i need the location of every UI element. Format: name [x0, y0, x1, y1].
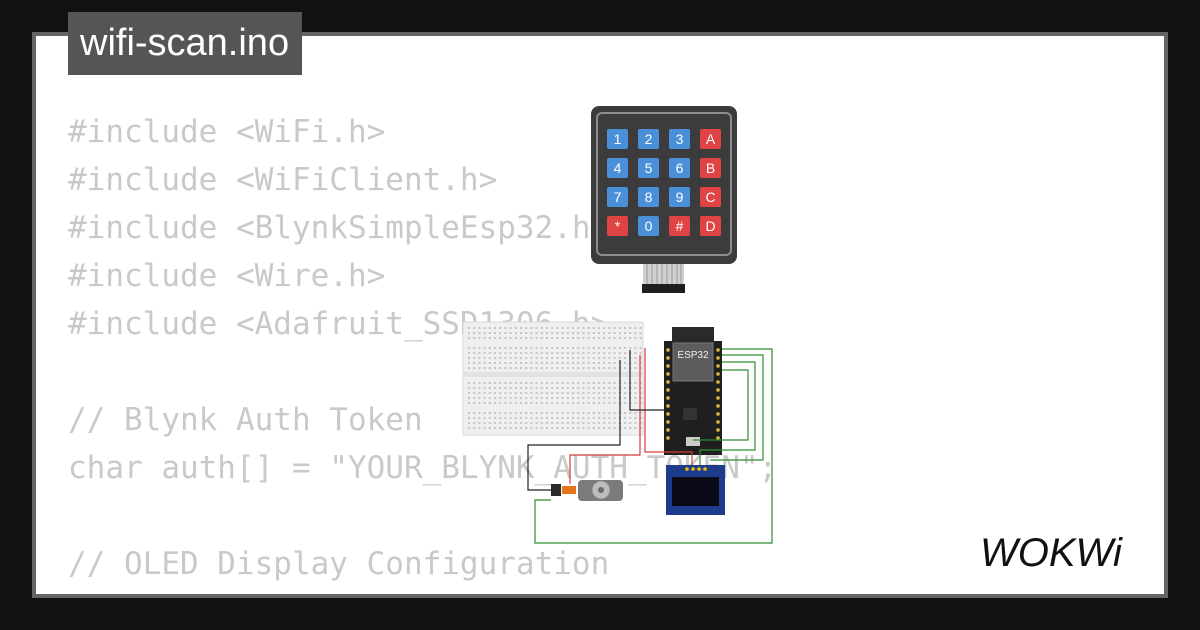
esp32-board: ESP32	[664, 327, 722, 455]
keypad-key-label: 5	[645, 160, 653, 176]
breadboard	[462, 321, 644, 436]
keypad-key[interactable]: 2	[638, 129, 659, 149]
wokwi-logo-text: WOKWi	[980, 531, 1123, 575]
keypad-key-label: B	[706, 160, 715, 176]
keypad-key-label: C	[705, 189, 715, 205]
keypad-key-label: #	[676, 218, 684, 234]
code-line: #include <WiFiClient.h>	[68, 162, 498, 198]
project-title: wifi-scan.ino	[68, 12, 303, 75]
code-line: #include <WiFi.h>	[68, 114, 386, 150]
keypad-key-label: A	[706, 131, 716, 147]
keypad-key-label: 7	[614, 189, 622, 205]
wokwi-logo: WOKWi	[980, 531, 1123, 575]
keypad-key-label: D	[705, 218, 715, 234]
keypad-ribbon	[642, 264, 685, 293]
membrane-keypad: 1 2 3 A 4 5 6 B 7 8 9 C * 0 # D	[591, 106, 737, 293]
keypad-key[interactable]: 9	[669, 187, 690, 207]
keypad-key-label: 4	[614, 160, 622, 176]
oled-display	[666, 465, 725, 515]
keypad-key[interactable]: *	[607, 216, 628, 236]
esp32-label: ESP32	[677, 350, 709, 361]
keypad-key[interactable]: 3	[669, 129, 690, 149]
code-preview: #include <WiFi.h> #include <WiFiClient.h>…	[68, 108, 777, 594]
keypad-key-label: 8	[645, 189, 653, 205]
keypad-key-label: 0	[645, 218, 653, 234]
keypad-key-label: 3	[676, 131, 684, 147]
keypad-key-label: *	[615, 218, 621, 234]
keypad-key[interactable]: 4	[607, 158, 628, 178]
keypad-key[interactable]: 6	[669, 158, 690, 178]
keypad-key-label: 6	[676, 160, 684, 176]
keypad-key[interactable]: B	[700, 158, 721, 178]
keypad-key-label: 1	[614, 131, 622, 147]
keypad-key[interactable]: 8	[638, 187, 659, 207]
servo-motor	[551, 480, 623, 501]
keypad-key[interactable]: A	[700, 129, 721, 149]
code-line: #include <BlynkSimpleEsp32.h>	[68, 210, 610, 246]
keypad-key[interactable]: #	[669, 216, 690, 236]
keypad-key[interactable]: D	[700, 216, 721, 236]
keypad-key[interactable]: 7	[607, 187, 628, 207]
code-line: // Blynk Auth Token	[68, 402, 423, 438]
code-line: #include <Wire.h>	[68, 258, 386, 294]
keypad-key[interactable]: 1	[607, 129, 628, 149]
keypad-key-label: 2	[645, 131, 653, 147]
wiring	[527, 348, 773, 544]
keypad-key-label: 9	[676, 189, 684, 205]
code-line: // OLED Display Configuration	[68, 546, 610, 582]
keypad-key[interactable]: 5	[638, 158, 659, 178]
keypad-key[interactable]: C	[700, 187, 721, 207]
keypad-key[interactable]: 0	[638, 216, 659, 236]
